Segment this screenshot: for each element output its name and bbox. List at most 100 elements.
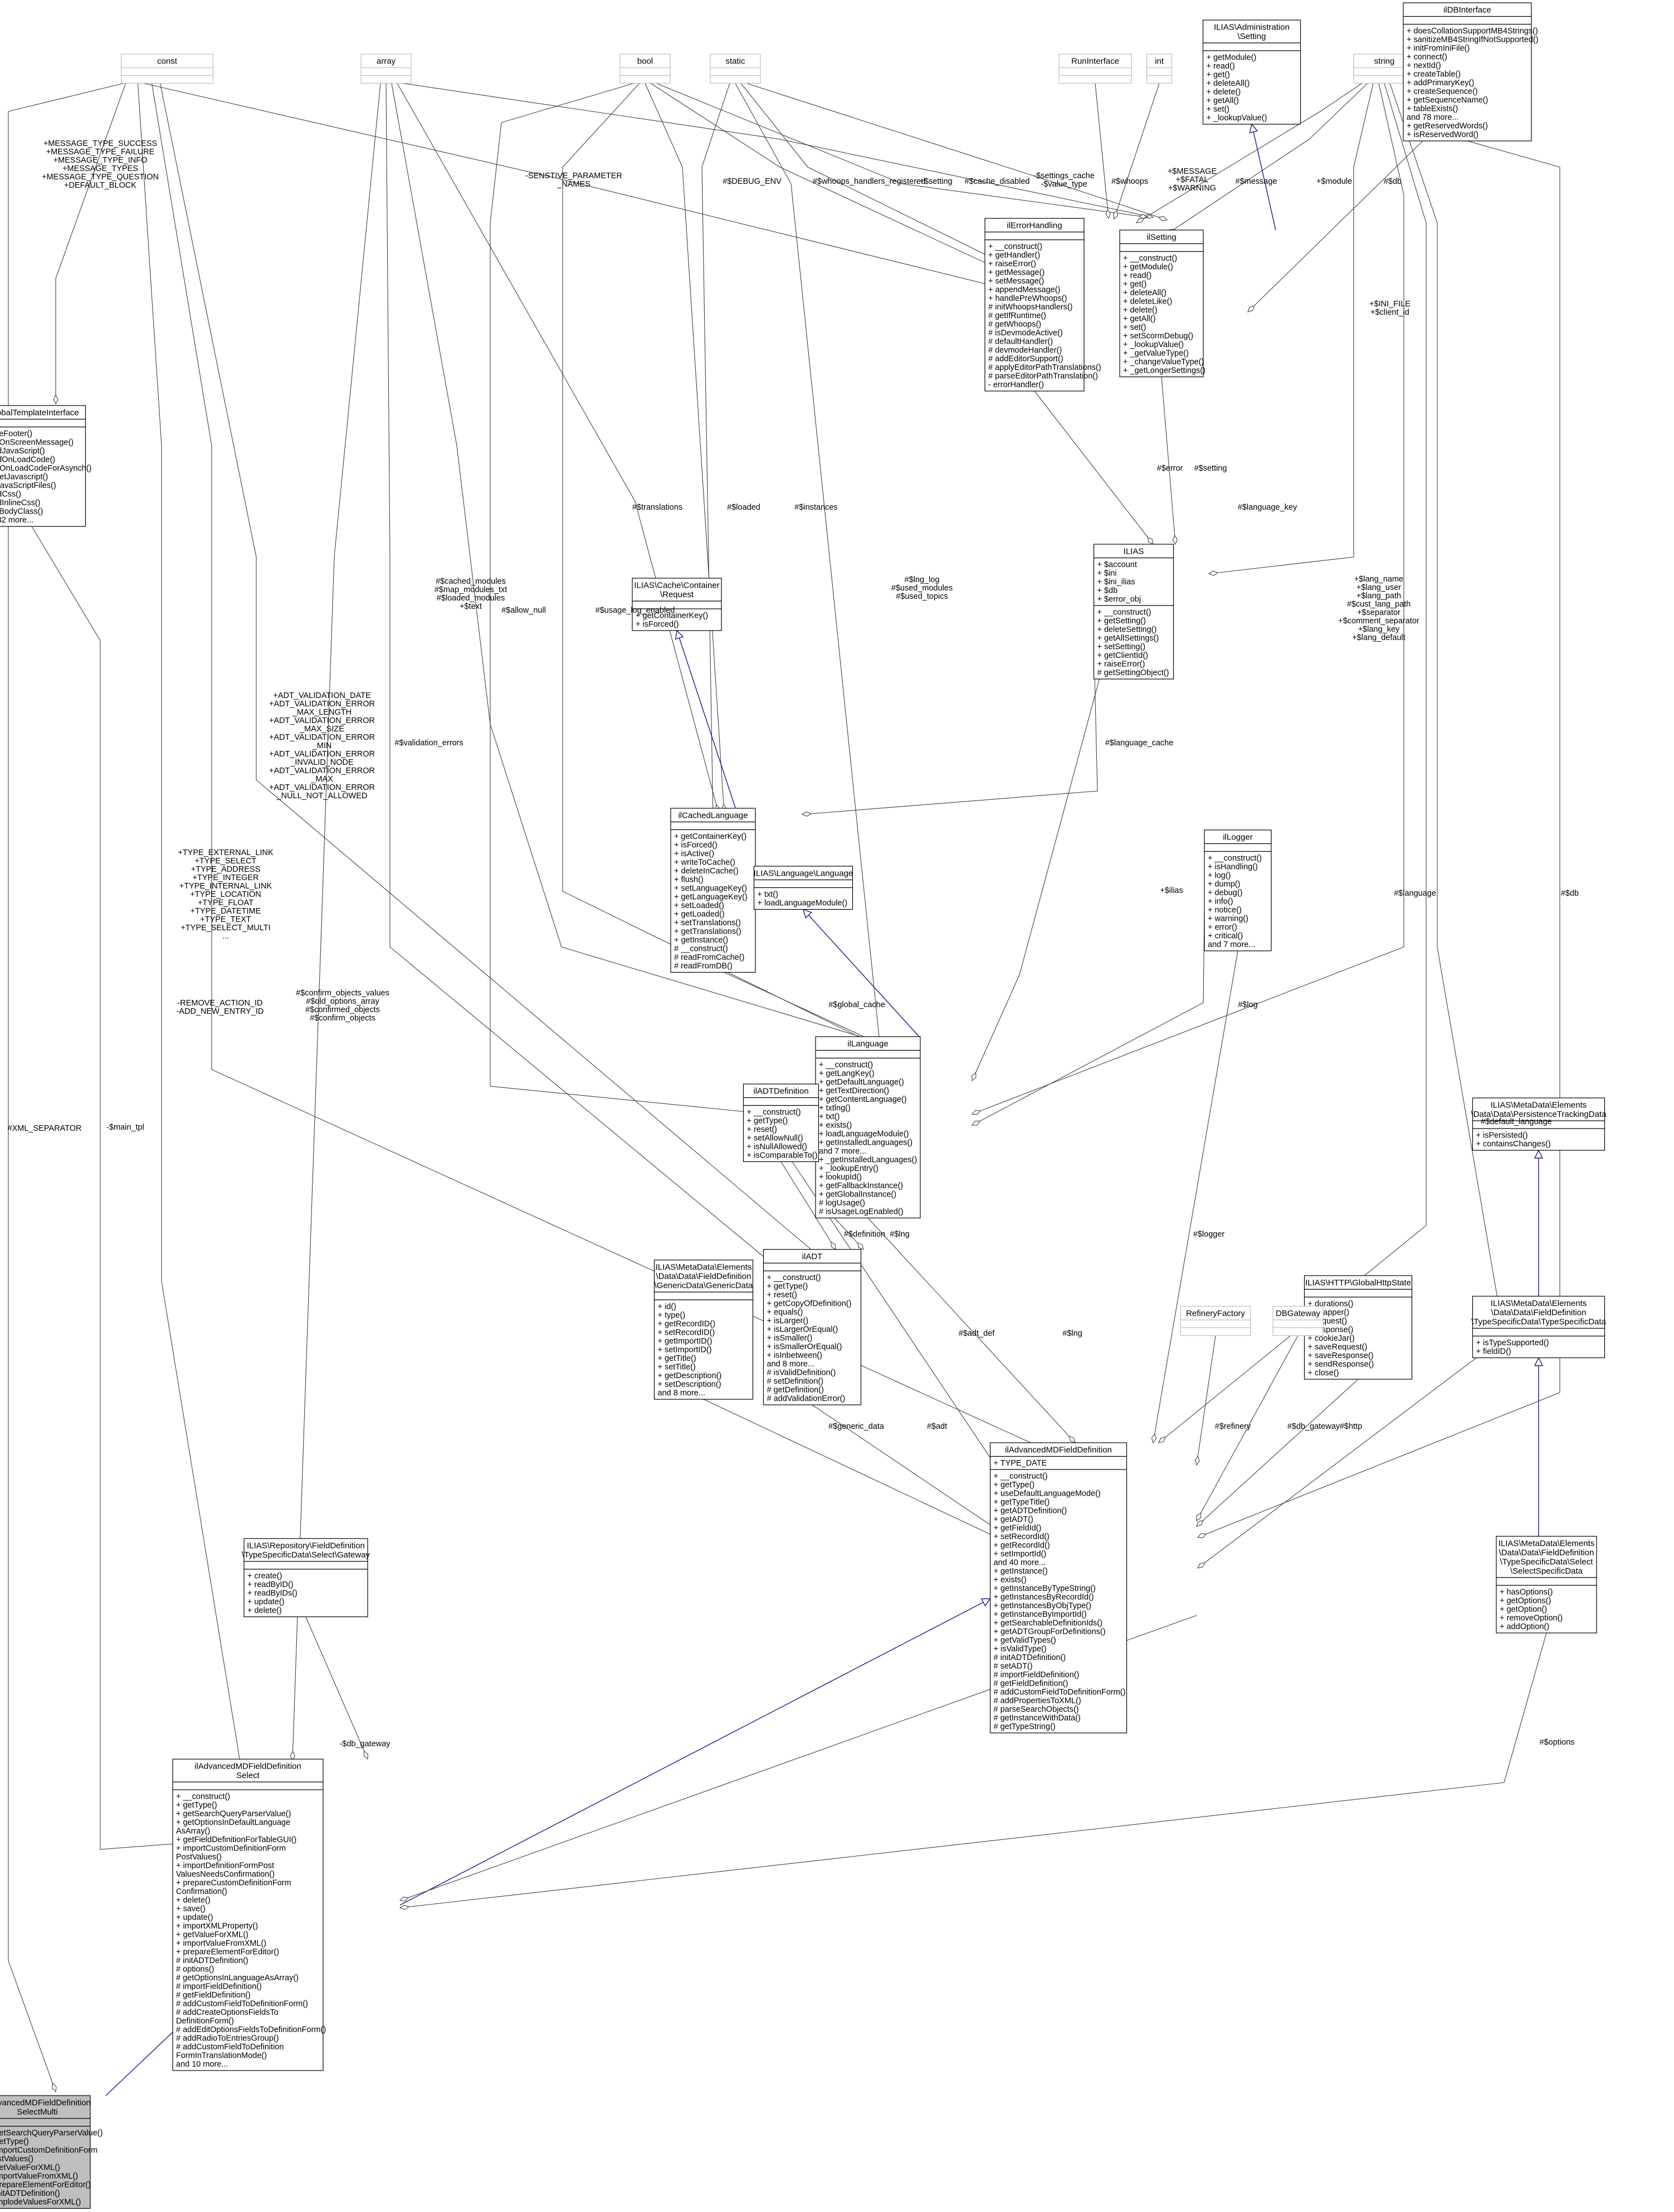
edge-label: +MESSAGE_TYPE_QUESTION xyxy=(42,173,159,182)
edge-label: #$lng xyxy=(1062,1329,1082,1338)
class-title: ilSetting xyxy=(1146,233,1176,242)
class-title: bool xyxy=(637,57,653,66)
class-method: + getInstalledLanguages() xyxy=(819,1139,912,1147)
composition-diamond xyxy=(971,1110,982,1115)
edge-label: -SENSTIVE_PARAMETER xyxy=(525,172,622,180)
class-box-iladvancedmdfielddefinition: ilAdvancedMDFieldDefinition+ TYPE_DATE+ … xyxy=(989,1442,1128,1734)
class-method: # parseEditorPathTranslation() xyxy=(988,372,1098,381)
class-method: + nextId() xyxy=(1407,61,1441,70)
class-box-runinterface: RunInterface xyxy=(1058,53,1132,84)
class-title: \TypeSpecificData\Select\Gateway xyxy=(242,1550,370,1560)
class-title: ilADTDefinition xyxy=(753,1087,808,1096)
edge-label: +MESSAGE_TYPE_INFO xyxy=(53,156,148,165)
edge-label: #$default_language xyxy=(1481,1117,1551,1126)
class-box-frame xyxy=(243,1538,368,1618)
class-method: + raiseError() xyxy=(988,260,1036,268)
edge-label: +ADT_VALIDATION_ERROR xyxy=(269,750,375,759)
class-title: RefineryFactory xyxy=(1186,1309,1245,1319)
association-line xyxy=(802,640,1098,815)
composition-diamond xyxy=(399,1896,409,1902)
class-method: + delete() xyxy=(176,1896,211,1905)
class-box-frame xyxy=(1472,1097,1605,1151)
class-method: + equals() xyxy=(767,1308,803,1317)
edge-label: +ADT_VALIDATION_ERROR xyxy=(269,700,375,709)
class-method: # readFromCache() xyxy=(674,953,745,962)
class-method: + loadLanguageModule() xyxy=(758,899,848,908)
class-method: # parseSearchObjects() xyxy=(994,1705,1079,1714)
class-method: + info() xyxy=(1208,897,1233,906)
class-title: array xyxy=(377,57,396,66)
edge-label: #$log xyxy=(1238,1000,1257,1009)
class-method: # addCreateOptionsFieldsTo xyxy=(176,2008,279,2017)
class-box-bool: bool xyxy=(619,53,671,84)
class-box-iladtdefinition: ilADTDefinition+ __construct()+ getType(… xyxy=(743,1083,819,1163)
association-line xyxy=(55,83,126,404)
class-method: + addInlineCss() xyxy=(0,499,40,507)
class-method: and 32 more... xyxy=(0,516,33,525)
edge-label: +ADT_VALIDATION_ERROR xyxy=(269,766,375,775)
class-method: + getSetting() xyxy=(1097,617,1146,626)
class-method: + connect() xyxy=(1407,53,1447,62)
class-method: + importDefinitionFormPost xyxy=(176,1862,274,1871)
class-title: const xyxy=(157,57,178,66)
class-method: # getFieldDefinition() xyxy=(176,1991,251,2000)
class-method: + __construct() xyxy=(988,242,1042,251)
class-method: AsArray() xyxy=(176,1827,210,1836)
class-method: + delete() xyxy=(1207,88,1241,97)
class-method: + getMessage() xyxy=(988,268,1045,277)
class-box-frame xyxy=(1403,2,1532,141)
edge-label: _MIN xyxy=(312,741,332,750)
diagram-edges xyxy=(8,82,1560,2096)
edge-label: #XML_SEPARATOR xyxy=(8,1124,82,1133)
class-method: + useDefaultLanguageMode() xyxy=(994,1490,1101,1498)
class-title: \GenericData\GenericData xyxy=(655,1281,753,1291)
class-title: \Setting xyxy=(1238,32,1266,41)
class-method: + __construct() xyxy=(767,1273,821,1282)
edge-label: _NAMES xyxy=(557,180,590,189)
class-method: + setAllowNull() xyxy=(747,1134,803,1143)
association-line xyxy=(1034,390,1154,545)
class-method: and 7 more... xyxy=(1208,940,1255,949)
class-method: # getWhoops() xyxy=(988,320,1041,329)
edge-label: +$comment_separator xyxy=(1338,617,1419,626)
class-method: + isNullAllowed() xyxy=(747,1142,807,1151)
edge-label: +TYPE_TEXT xyxy=(200,915,251,924)
class-method: # getInstanceWithData() xyxy=(994,1714,1081,1723)
class-method: + txt() xyxy=(758,890,778,899)
class-method: # __construct() xyxy=(674,945,728,954)
edge-label: #$lng xyxy=(890,1230,909,1239)
association-line xyxy=(972,83,1404,1115)
class-box-cache-request: ILIAS\Cache\Container\Request+ getContai… xyxy=(632,578,722,631)
class-box-persistence: ILIAS\MetaData\Elements\Data\Data\Persis… xyxy=(1471,1097,1607,1151)
edge-label: +TYPE_SELECT xyxy=(195,857,257,866)
class-method: + lookupId() xyxy=(819,1173,862,1182)
class-method: # getOptionsInLanguageAsArray() xyxy=(176,1974,299,1983)
edge-label: #$generic_data xyxy=(828,1422,885,1431)
class-method: + __construct() xyxy=(1208,854,1262,863)
association-line xyxy=(397,83,719,814)
class-method: + close() xyxy=(1308,1369,1339,1378)
class-method: + isLargerOrEqual() xyxy=(767,1325,838,1334)
edge-label: +ADT_VALIDATION_ERROR xyxy=(269,733,375,742)
edge-label: #$whoops xyxy=(1111,177,1148,186)
class-box-int: int xyxy=(1146,53,1173,84)
association-line xyxy=(1095,83,1109,219)
edge-label: #$db xyxy=(1384,177,1402,186)
class-method: + setImportId() xyxy=(994,1550,1047,1559)
class-method: + addOnLoadCode() xyxy=(0,456,55,465)
class-method: # addCustomFieldToDefinitionForm() xyxy=(176,2000,308,2009)
class-method: + saveResponse() xyxy=(1308,1351,1374,1360)
class-box-frame xyxy=(120,53,214,84)
class-method: + getType() xyxy=(0,2137,29,2146)
class-method: + delete() xyxy=(247,1606,282,1615)
class-box-ilerrorhandling: ilErrorHandling+ __construct()+ getHandl… xyxy=(984,218,1101,392)
edge-label: +TYPE_FLOAT xyxy=(198,899,253,907)
class-box-frame xyxy=(0,405,86,527)
class-box-illanguage: ilLanguage+ __construct()+ getLangKey()+… xyxy=(815,1036,921,1219)
class-title: \Data\Data\FieldDefinition xyxy=(656,1272,751,1281)
class-method: # importFieldDefinition() xyxy=(176,1983,262,1991)
class-method: + getTypeTitle() xyxy=(994,1498,1050,1507)
composition-diamond xyxy=(1172,534,1178,545)
class-box-selectspecificdata: ILIAS\MetaData\Elements\Data\Data\FieldD… xyxy=(1496,1536,1597,1634)
edge-label: +DEFAULT_BLOCK xyxy=(64,181,136,190)
